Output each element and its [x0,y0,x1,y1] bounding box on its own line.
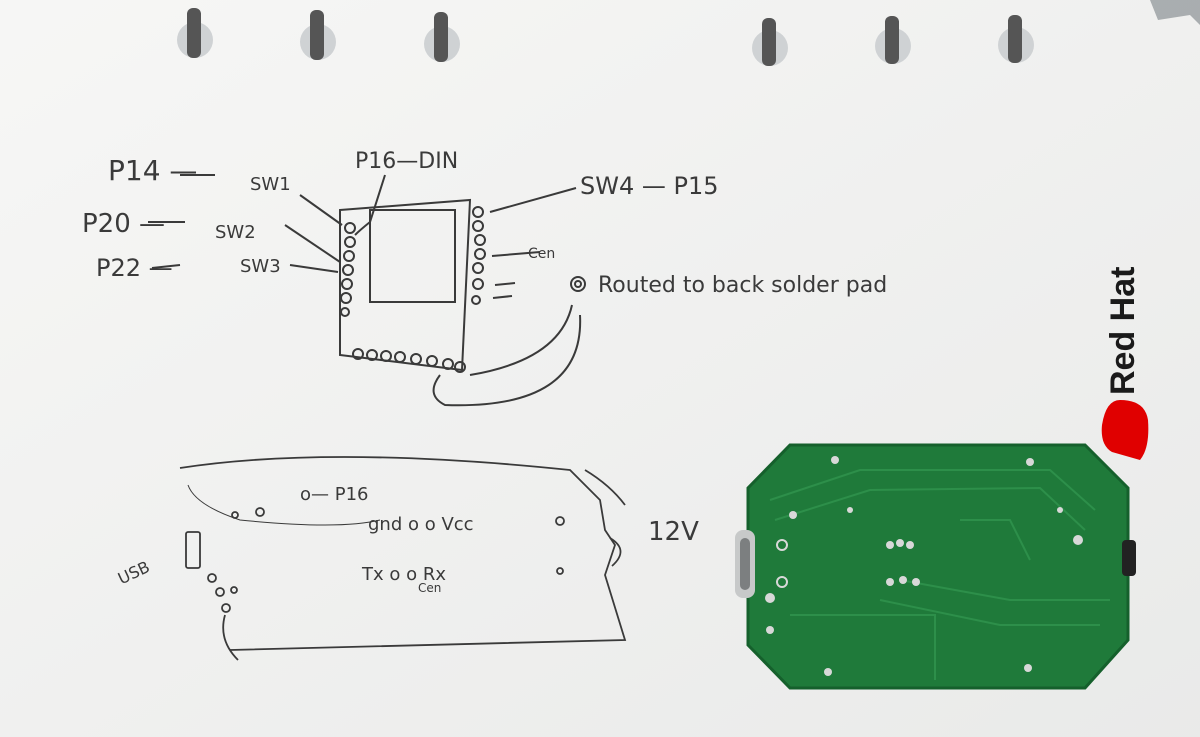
left-pins [340,222,356,317]
cen-line [491,251,541,257]
label-12v: 12V [648,517,699,547]
label-p22: P22 — [96,254,173,282]
spiral-ring [424,12,460,62]
redhat-wordmark: Red Hat [1104,267,1142,395]
dc-jack [609,537,622,567]
dc-jack-component [1122,540,1136,576]
pcb-board [735,443,1136,690]
p22-line [151,264,181,269]
bottom-pins [352,348,466,373]
left-curve [222,614,239,661]
redhat-hat-icon [1101,400,1149,460]
label-sw2: SW2 [215,222,256,243]
route-line-outer [432,314,582,407]
pcb-pads [765,456,1083,676]
spiral-ring [177,8,213,58]
bottom-sketch [179,456,627,661]
module-chip [369,209,456,303]
spiral-ring [752,18,788,66]
label-cen: Cen [528,246,555,262]
label-sw4-p15: SW4 — P15 [580,172,719,200]
label-tx-rx: Tx o o Rx [361,564,446,585]
sw3-line [289,264,339,273]
corner-stroke [584,469,626,506]
usb-port [185,531,201,569]
spiral-ring [998,15,1034,63]
sw1-line [299,194,343,226]
label-o-p16: o— P16 [300,484,369,505]
route-line-inner [469,304,573,376]
spiral-ring [875,16,911,64]
label-p16-din: P16—DIN [355,149,458,174]
label-gnd-vcc: gnd o o Vcc [368,514,474,535]
label-routed: Routed to back solder pad [598,273,887,298]
right-pins [471,206,486,305]
solder-pad [570,276,586,292]
label-sw1: SW1 [250,174,291,195]
label-sw3: SW3 [240,256,281,277]
spiral-ring [300,10,336,60]
label-p20: P20 — [82,209,165,239]
label-cen2: Cen [418,581,441,595]
top-labels: P14 — P20 — P22 — SW1 SW2 SW3 P16—DIN SW… [82,149,887,298]
extra-lines [492,282,516,299]
sw2-line [284,224,341,263]
spiral-binding [177,8,1034,66]
top-sketch [148,174,586,407]
p16-line [354,174,386,236]
bottom-pins-drawn [207,507,565,613]
module-outline [339,198,472,372]
sw4-line [489,187,577,213]
label-p14: P14 — [108,154,197,187]
board-inner-curve [187,484,381,526]
board-outline [179,456,627,651]
redhat-logo: Red Hat [1101,267,1149,460]
